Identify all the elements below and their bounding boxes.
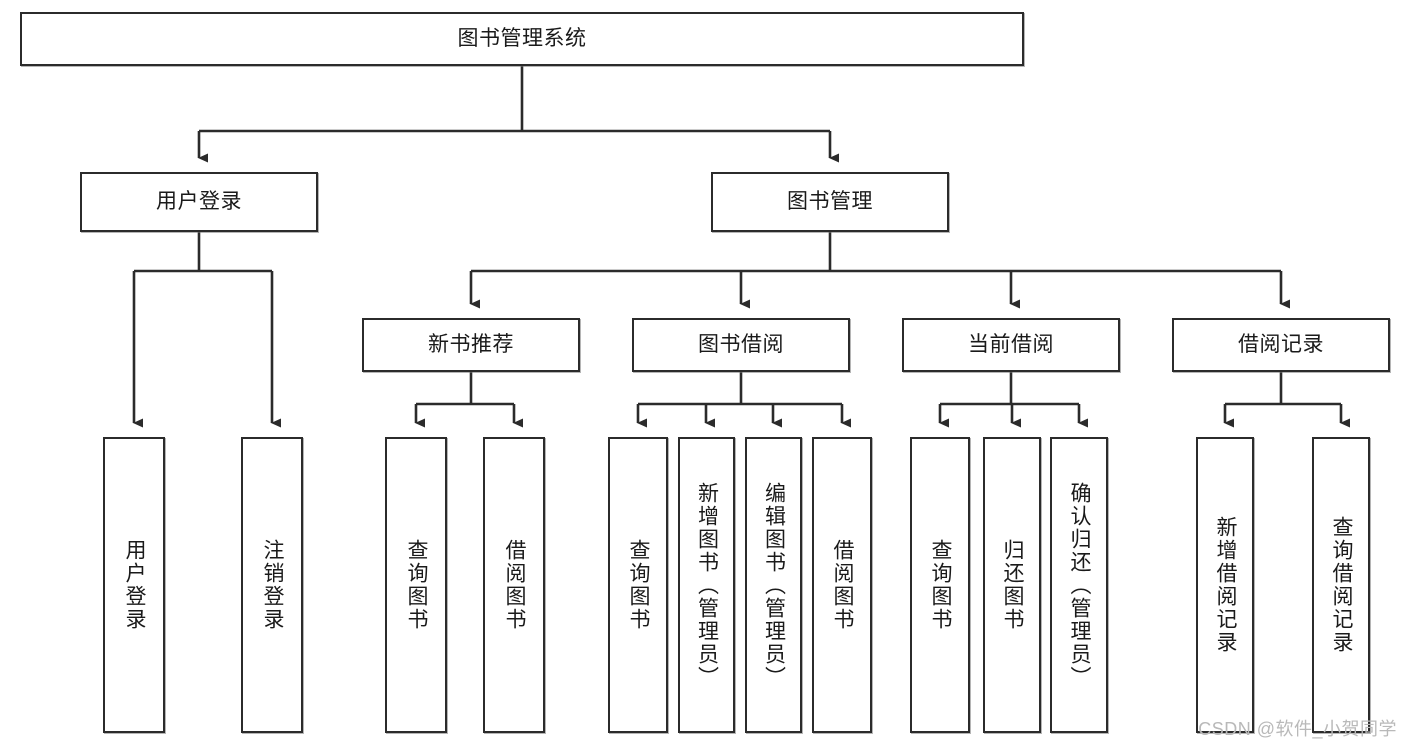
node-root-label: 图书管理系统 (457, 26, 587, 50)
node-current-borrow-label: 当前借阅 (968, 332, 1054, 356)
node-leaf-user-logout-label: 注销登录 (261, 539, 285, 631)
node-new-book-recommend-label: 新书推荐 (428, 332, 514, 356)
node-leaf-query-book-1[interactable]: 查询图书 (385, 437, 447, 733)
node-leaf-confirm-return[interactable]: 确认归还（管理员） (1050, 437, 1108, 733)
node-book-management[interactable]: 图书管理 (711, 172, 949, 232)
watermark-text: CSDN @软件_小贺同学 (1198, 719, 1397, 739)
node-leaf-add-record-label: 新增借阅记录 (1214, 516, 1238, 654)
node-leaf-add-book[interactable]: 新增图书（管理员） (678, 437, 735, 733)
node-book-borrow-label: 图书借阅 (698, 332, 784, 356)
node-leaf-query-book-2-label: 查询图书 (627, 539, 651, 631)
node-leaf-add-record[interactable]: 新增借阅记录 (1196, 437, 1254, 733)
node-leaf-borrow-book-1-label: 借阅图书 (503, 539, 527, 631)
node-user-login-label: 用户登录 (156, 189, 242, 213)
node-new-book-recommend[interactable]: 新书推荐 (362, 318, 580, 372)
node-leaf-return-book[interactable]: 归还图书 (983, 437, 1041, 733)
node-leaf-query-book-3[interactable]: 查询图书 (910, 437, 970, 733)
node-user-login[interactable]: 用户登录 (80, 172, 318, 232)
node-leaf-query-book-3-label: 查询图书 (929, 539, 953, 631)
node-current-borrow[interactable]: 当前借阅 (902, 318, 1120, 372)
node-leaf-edit-book[interactable]: 编辑图书（管理员） (745, 437, 802, 733)
node-leaf-query-record[interactable]: 查询借阅记录 (1312, 437, 1370, 733)
node-book-borrow[interactable]: 图书借阅 (632, 318, 850, 372)
node-leaf-query-book-2[interactable]: 查询图书 (608, 437, 668, 733)
node-leaf-query-book-1-label: 查询图书 (405, 539, 429, 631)
node-leaf-borrow-book-1[interactable]: 借阅图书 (483, 437, 545, 733)
node-book-management-label: 图书管理 (787, 189, 873, 213)
node-leaf-user-login-label: 用户登录 (123, 539, 147, 631)
node-leaf-return-book-label: 归还图书 (1001, 539, 1025, 631)
node-borrow-record-label: 借阅记录 (1238, 332, 1324, 356)
node-leaf-query-record-label: 查询借阅记录 (1330, 516, 1354, 654)
node-leaf-borrow-book-2-label: 借阅图书 (831, 539, 855, 631)
node-borrow-record[interactable]: 借阅记录 (1172, 318, 1390, 372)
node-leaf-add-book-label: 新增图书（管理员） (695, 481, 719, 689)
node-leaf-user-login[interactable]: 用户登录 (103, 437, 165, 733)
node-leaf-borrow-book-2[interactable]: 借阅图书 (812, 437, 872, 733)
node-leaf-edit-book-label: 编辑图书（管理员） (762, 481, 786, 689)
node-leaf-confirm-return-label: 确认归还（管理员） (1068, 481, 1092, 689)
node-root[interactable]: 图书管理系统 (20, 12, 1024, 66)
node-leaf-user-logout[interactable]: 注销登录 (241, 437, 303, 733)
